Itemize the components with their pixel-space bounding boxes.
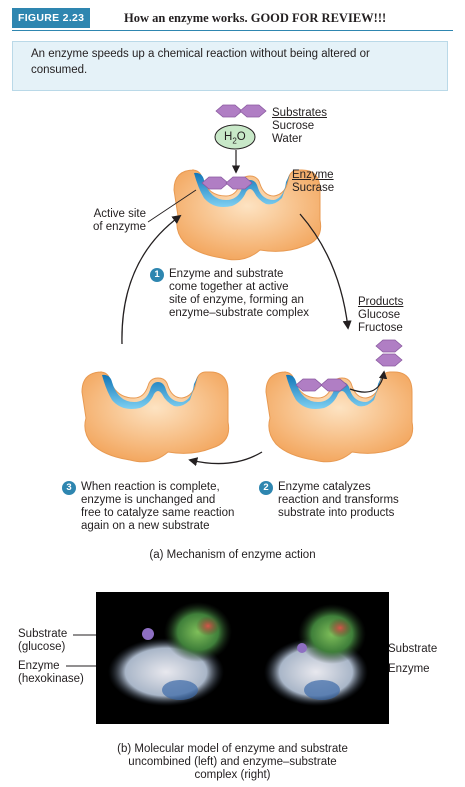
products-glucose-fructose-icon (375, 339, 403, 367)
caption-a: (a) Mechanism of enzyme action (149, 549, 316, 561)
model-right-substrate-icon (297, 643, 307, 653)
substrate-sucrose-icon (215, 104, 267, 118)
water-molecule-icon (214, 124, 256, 150)
water-formula: H2O (224, 131, 246, 146)
figure-title: How an enzyme works. GOOD FOR REVIEW!!! (124, 11, 387, 25)
product-release-arrow-icon (349, 370, 388, 393)
enzyme-title: Enzyme (292, 169, 334, 181)
left-enzyme-label: Enzyme (hexokinase) (18, 660, 84, 685)
products-label: Products Glucose Fructose (358, 296, 403, 335)
substrates-title: Substrates (272, 107, 327, 119)
substrate-water: Water (272, 133, 303, 145)
cycle-arrow-right-icon (299, 213, 352, 330)
model-uncombined (108, 602, 232, 706)
right-enzyme-label: Enzyme (388, 663, 430, 675)
figure-header: FIGURE 2.23 How an enzyme works. GOOD FO… (12, 8, 457, 30)
active-site-label: Active site of enzyme (92, 208, 146, 233)
model-left-substrate-icon (142, 628, 154, 640)
intro-box: An enzyme speeds up a chemical reaction … (12, 41, 448, 91)
step-1-number: 1 (150, 268, 164, 282)
step-3: 3 When reaction is complete, enzyme is u… (62, 481, 234, 533)
products-title: Products (358, 296, 404, 308)
molecular-model-image (96, 592, 389, 724)
step-3-number: 3 (62, 481, 76, 495)
enzyme-label: Enzyme Sucrase (292, 169, 334, 195)
product-glucose: Glucose (358, 309, 401, 321)
substrates-label: Substrates Sucrose Water (272, 107, 327, 146)
model-combined (264, 604, 368, 706)
product-fructose: Fructose (358, 322, 403, 334)
step-2: 2 Enzyme catalyzes reaction and transfor… (259, 481, 399, 520)
left-substrate-label: Substrate (glucose) (18, 628, 68, 653)
right-substrate-label: Substrate (388, 643, 438, 655)
cycle-arrow-bottom-icon (188, 451, 263, 467)
molecular-model-render (108, 602, 368, 706)
figure-badge: FIGURE 2.23 (12, 8, 91, 28)
substrate-sucrose: Sucrose (272, 120, 315, 132)
step-2-number: 2 (259, 481, 273, 495)
step-1: 1 Enzyme and substrate come together at … (150, 268, 309, 320)
header-rule (12, 30, 453, 31)
cycle-arrow-left-icon (121, 214, 182, 345)
active-site-pointer (147, 189, 197, 223)
enzyme-free-icon (81, 371, 230, 463)
enzyme-products-icon (265, 371, 414, 463)
enzyme-name: Sucrase (292, 182, 335, 194)
caption-b: (b) Molecular model of enzyme and substr… (117, 743, 348, 781)
